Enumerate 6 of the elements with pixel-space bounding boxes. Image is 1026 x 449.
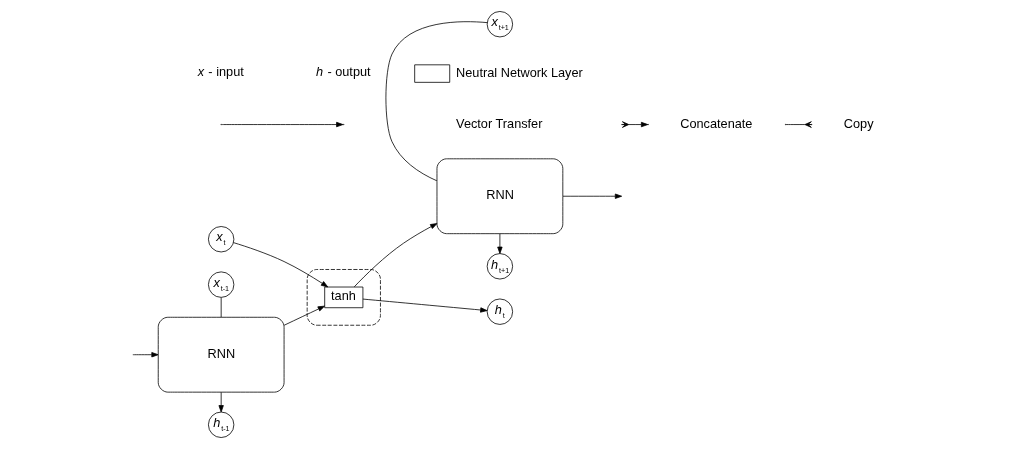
- legend-label: Concatenate: [679, 115, 752, 131]
- legend-label: h - output: [315, 63, 371, 79]
- legend-label: x - input: [197, 63, 244, 79]
- legend-label: Neutral Network Layer: [455, 64, 583, 80]
- legend-label: Vector Transfer: [455, 115, 542, 131]
- legend-label: Copy: [843, 115, 874, 131]
